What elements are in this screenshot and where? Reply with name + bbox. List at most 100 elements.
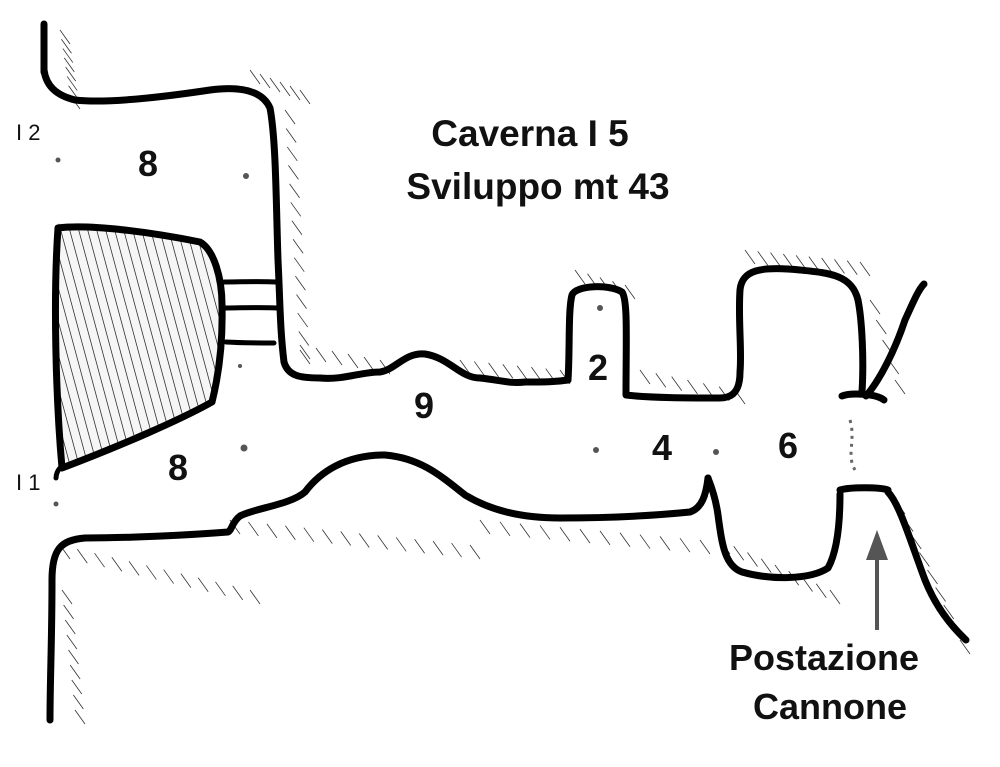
wall-hatch-stroke: [321, 529, 333, 544]
wall-hatch-stroke: [69, 664, 81, 680]
wall-hatch-stroke: [539, 525, 551, 540]
wall-hatch-stroke: [959, 639, 971, 655]
wall-hatch-stroke: [180, 573, 192, 588]
hatch-line: [57, 223, 129, 470]
wall-hatch-stroke: [289, 183, 300, 199]
wall-hatch-stroke: [655, 373, 667, 388]
wall-hatch-stroke: [284, 109, 296, 125]
wall-hatch-stroke: [469, 544, 481, 560]
hatch-line: [229, 220, 299, 480]
wall-hatch-stroke: [331, 350, 343, 366]
wall-hatch-stroke: [679, 537, 691, 553]
cannon-right-lower-wall: [884, 488, 970, 644]
wall-hatch-stroke: [65, 66, 77, 82]
wall-hatch-stroke: [128, 561, 140, 576]
depth-niche: 2: [588, 347, 608, 388]
depth-passage: 4: [652, 427, 672, 468]
wall-hatch-stroke: [760, 558, 772, 573]
hatch-line: [0, 220, 38, 480]
wall-hatch-stroke: [163, 569, 174, 584]
wall-hatch-stroke: [74, 709, 86, 725]
wall-hatch-stroke: [935, 587, 946, 602]
wall-hatch-stroke: [232, 585, 244, 601]
wall-hatch-stroke: [63, 57, 75, 73]
depth-central: 9: [414, 385, 434, 426]
wall-hatch-stroke: [290, 202, 302, 217]
lower-pillar-base: [53, 465, 63, 481]
outer-wall-hatching: [59, 29, 971, 725]
wall-hatch-stroke: [303, 527, 315, 542]
hatch-line: [53, 223, 111, 470]
wall-hatch-stroke: [279, 81, 291, 97]
wall-hatch-stroke: [599, 530, 611, 546]
wall-hatch-stroke: [821, 257, 832, 273]
wall-hatch-stroke: [834, 259, 845, 274]
wall-hatch-stroke: [61, 589, 73, 605]
chamber-lower-wall: [704, 474, 844, 582]
wall-hatch-stroke: [639, 369, 651, 385]
hatch-line: [165, 223, 223, 470]
wall-hatch-stroke: [76, 548, 88, 564]
wall-hatch-stroke: [488, 362, 499, 378]
wall-hatch-stroke: [94, 552, 105, 568]
wall-hatch-stroke: [519, 523, 531, 538]
hatch-line: [301, 220, 371, 480]
wall-hatch-stroke: [479, 519, 491, 535]
wall-hatch-stroke: [699, 539, 711, 555]
wall-hatch-stroke: [68, 649, 79, 665]
cannon-gate-top: [838, 390, 888, 404]
depth-upper-left: 8: [138, 143, 158, 184]
wall-hatch-stroke: [733, 546, 745, 561]
hatch-line: [53, 223, 84, 470]
wall-hatch-stroke: [395, 537, 407, 552]
wall-hatch-stroke: [687, 379, 698, 395]
wall-hatch-stroke: [291, 220, 303, 236]
wall-hatch-stroke: [473, 361, 485, 376]
wall-hatch-stroke: [574, 269, 586, 285]
wall-hatch-stroke: [299, 89, 311, 105]
wall-hatch-stroke: [73, 694, 84, 710]
wall-hatch-stroke: [783, 253, 794, 269]
wall-hatch-stroke: [288, 165, 299, 180]
wall-hatch-stroke: [71, 679, 83, 695]
wall-hatch-stroke: [671, 376, 682, 391]
annotation-line-1: Postazione: [729, 637, 919, 678]
wall-hatch-stroke: [829, 589, 841, 605]
wall-hatch-stroke: [943, 604, 955, 620]
wall-hatch-stroke: [297, 312, 309, 328]
hatch-line: [292, 220, 362, 480]
wall-hatch-stroke: [459, 359, 471, 375]
wall-hatch-stroke: [64, 619, 76, 635]
wall-hatch-stroke: [846, 260, 858, 275]
wall-hatch-stroke: [63, 604, 74, 620]
wall-hatch-stroke: [293, 257, 305, 272]
wall-hatch-stroke: [894, 379, 906, 395]
wall-hatch-stroke: [815, 583, 827, 598]
wall-hatch-stroke: [146, 565, 157, 580]
wall-hatch-stroke: [744, 249, 756, 265]
wall-hatch-stroke: [516, 365, 528, 380]
hatch-line: [0, 220, 29, 480]
wall-hatch-stroke: [266, 523, 278, 539]
wall-hatch-stroke: [869, 299, 881, 315]
depth-chamber: 6: [778, 425, 798, 466]
wall-hatch-stroke: [624, 284, 636, 300]
annotation-line-2: Cannone: [753, 686, 907, 727]
upper-north-wall: [40, 66, 572, 386]
wall-hatch-stroke: [215, 581, 226, 597]
hatch-line: [53, 223, 102, 470]
wall-hatch-stroke: [358, 533, 370, 548]
entrance-label-upper: I 2: [16, 120, 40, 145]
hatch-line: [53, 223, 57, 470]
cannon-arrow: [866, 530, 888, 630]
wall-hatch-stroke: [559, 527, 571, 542]
wall-hatch-stroke: [639, 534, 651, 549]
bridge-bars: [221, 279, 281, 346]
rock-pillar: [0, 220, 371, 480]
wall-hatch-stroke: [249, 69, 261, 85]
wall-hatch-stroke: [66, 76, 78, 91]
wall-hatch-stroke: [502, 364, 514, 379]
wall-hatch-stroke: [875, 319, 887, 335]
hatch-line: [66, 223, 138, 470]
hatch-line: [283, 220, 353, 480]
